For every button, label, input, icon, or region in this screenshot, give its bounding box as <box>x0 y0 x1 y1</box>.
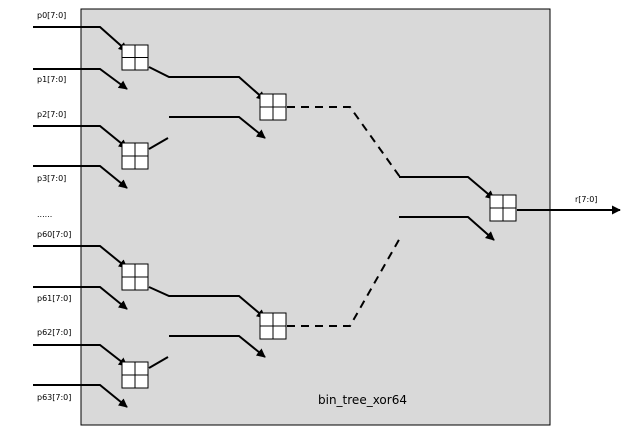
input-label-p2: p2[7:0] <box>37 110 66 119</box>
wire-p3 <box>33 165 128 189</box>
input-label-p62: p62[7:0] <box>37 328 71 337</box>
wire-stage1-d-cont <box>169 335 266 358</box>
module-name: bin_tree_xor64 <box>318 393 407 407</box>
dashed-path-top <box>287 106 401 178</box>
input-label-p63: p63[7:0] <box>37 393 71 402</box>
dashed-path-bottom <box>287 237 401 327</box>
wire-stage1-a <box>148 66 266 101</box>
wire-stage1-b <box>148 137 169 150</box>
output-label: r[7:0] <box>575 195 597 204</box>
input-label-p3: p3[7:0] <box>37 174 66 183</box>
input-label-ellipsis: ...... <box>37 210 52 219</box>
xor-gate-icon <box>121 361 149 389</box>
wire-p0 <box>33 26 128 52</box>
wire-stage1-c <box>148 286 266 319</box>
xor-gate-icon <box>121 142 149 170</box>
xor-gate-icon <box>489 194 517 222</box>
input-label-p1: p1[7:0] <box>37 75 66 84</box>
wire-p62 <box>33 344 128 367</box>
input-label-p60: p60[7:0] <box>37 230 71 239</box>
wire-p1 <box>33 68 128 90</box>
wire-p63 <box>33 384 128 408</box>
xor-gate-icon <box>121 44 149 71</box>
wire-p2 <box>33 125 128 149</box>
xor-gate-icon <box>259 312 287 340</box>
wire-final-b <box>399 216 495 241</box>
wire-stage1-b-cont <box>169 116 266 139</box>
wire-p60 <box>33 245 128 269</box>
wire-stage1-d <box>148 356 169 369</box>
xor-gate-icon <box>121 263 149 291</box>
wire-p61 <box>33 286 128 310</box>
input-label-p61: p61[7:0] <box>37 294 71 303</box>
module-block <box>80 8 551 426</box>
input-label-p0: p0[7:0] <box>37 11 66 20</box>
xor-gate-icon <box>259 93 287 121</box>
wire-final-a <box>399 176 495 200</box>
